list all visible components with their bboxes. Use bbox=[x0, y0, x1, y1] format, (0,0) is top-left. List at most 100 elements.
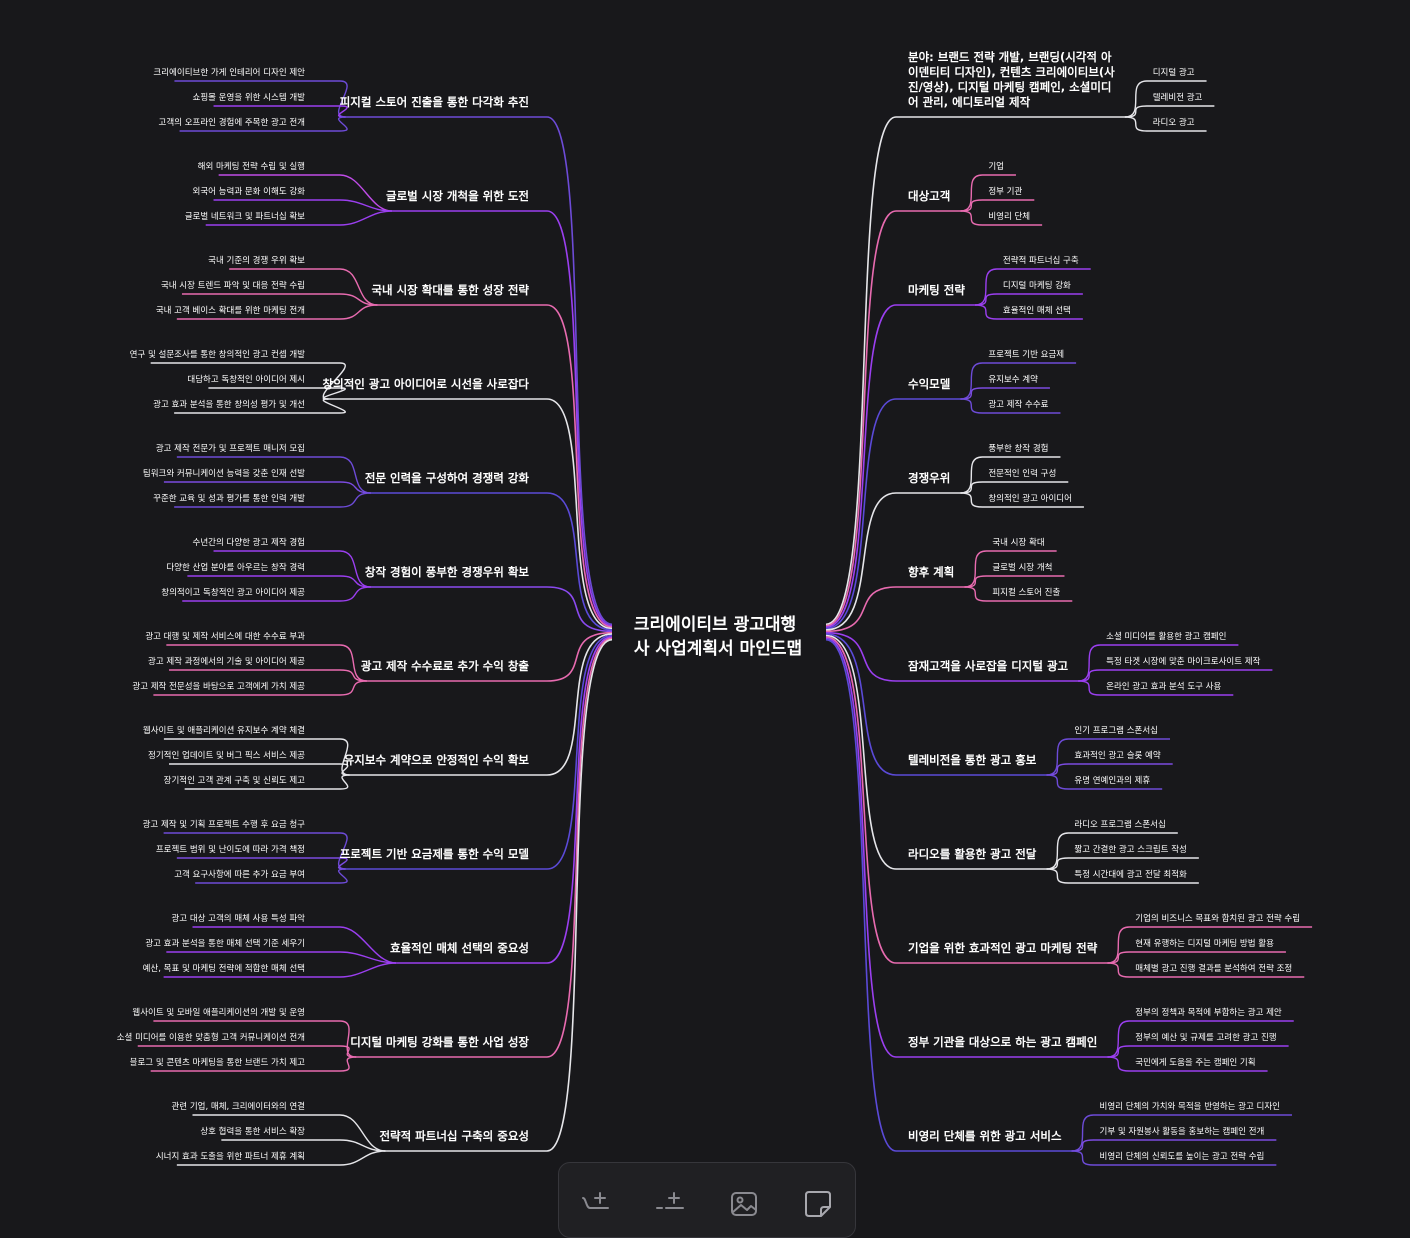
child-node-left[interactable]: 프로젝트 범위 및 난이도에 따라 가격 책정 bbox=[156, 844, 305, 855]
child-node-right[interactable]: 풍부한 창작 경험 bbox=[988, 443, 1048, 454]
child-node-right[interactable]: 라디오 광고 bbox=[1153, 117, 1195, 128]
child-node-right[interactable]: 기업의 비즈니스 목표와 합치된 광고 전략 수립 bbox=[1135, 913, 1300, 924]
child-node-right[interactable]: 정부 기관 bbox=[988, 186, 1022, 197]
child-node-right[interactable]: 국내 시장 확대 bbox=[992, 537, 1044, 548]
category-node-right[interactable]: 라디오를 활용한 광고 전달 bbox=[908, 847, 1037, 861]
category-node-right[interactable]: 수익모델 bbox=[908, 377, 950, 391]
sticky-note-button[interactable] bbox=[798, 1187, 838, 1221]
child-node-left[interactable]: 해외 마케팅 전략 수립 및 실행 bbox=[198, 161, 305, 172]
child-node-right[interactable]: 짧고 간결한 광고 스크립트 작성 bbox=[1074, 844, 1186, 855]
child-node-right[interactable]: 효과적인 광고 슬롯 예약 bbox=[1074, 750, 1160, 761]
child-node-left[interactable]: 웹사이트 및 모바일 애플리케이션의 개발 및 운영 bbox=[132, 1007, 305, 1018]
child-node-right[interactable]: 특정 시간대에 광고 전달 최적화 bbox=[1074, 869, 1187, 880]
child-node-right[interactable]: 디지털 광고 bbox=[1153, 67, 1195, 78]
child-node-right[interactable]: 정부의 정책과 목적에 부합하는 광고 제안 bbox=[1135, 1007, 1282, 1018]
child-node-left[interactable]: 광고 효과 분석을 통한 매체 선택 기준 세우기 bbox=[145, 938, 305, 949]
category-node-left[interactable]: 전문 인력을 구성하여 경쟁력 강화 bbox=[365, 471, 530, 485]
child-node-left[interactable]: 국내 시장 트렌드 파악 및 대응 전략 수립 bbox=[161, 280, 305, 291]
child-node-left[interactable]: 블로그 및 콘텐츠 마케팅을 통한 브랜드 가치 제고 bbox=[130, 1057, 305, 1068]
category-node-left[interactable]: 디지털 마케팅 강화를 통한 사업 성장 bbox=[350, 1035, 529, 1049]
child-node-left[interactable]: 광고 효과 분석을 통한 창의성 평가 및 개선 bbox=[153, 399, 305, 410]
child-node-left[interactable]: 외국어 능력과 문화 이해도 강화 bbox=[193, 186, 306, 197]
child-node-right[interactable]: 소셜 미디어를 활용한 광고 캠페인 bbox=[1106, 631, 1226, 642]
child-node-left[interactable]: 고객 요구사항에 따른 추가 요금 부여 bbox=[174, 869, 305, 880]
add-sibling-node-button[interactable] bbox=[650, 1187, 690, 1221]
child-node-left[interactable]: 상호 협력을 통한 서비스 확장 bbox=[200, 1126, 305, 1137]
child-node-left[interactable]: 웹사이트 및 애플리케이션 유지보수 계약 체결 bbox=[143, 725, 305, 736]
root-node-title[interactable]: 크리에이티브 광고대행 사 사업계획서 마인드맵 bbox=[634, 615, 802, 659]
child-node-right[interactable]: 특정 타겟 시장에 맞춘 마이크로사이트 제작 bbox=[1106, 656, 1260, 667]
child-node-left[interactable]: 광고 제작 과정에서의 기술 및 아이디어 제공 bbox=[148, 656, 305, 667]
child-node-left[interactable]: 고객의 오프라인 경험에 주목한 광고 전개 bbox=[159, 117, 305, 128]
category-node-left[interactable]: 피지컬 스토어 진출을 통한 다각화 추진 bbox=[340, 95, 529, 109]
child-node-right[interactable]: 유지보수 계약 bbox=[988, 374, 1038, 385]
child-node-left[interactable]: 연구 및 설문조사를 통한 창의적인 광고 컨셉 개발 bbox=[130, 349, 305, 360]
child-node-left[interactable]: 관련 기업, 매체, 크리에이터와의 연결 bbox=[171, 1101, 305, 1112]
child-node-left[interactable]: 쇼핑몰 운영을 위한 시스템 개발 bbox=[193, 92, 306, 103]
child-node-left[interactable]: 광고 제작 전문가 및 프로젝트 매니저 모집 bbox=[156, 443, 305, 454]
child-node-right[interactable]: 비영리 단체의 신뢰도를 높이는 광고 전략 수립 bbox=[1100, 1151, 1265, 1162]
category-node-right[interactable]: 향후 계획 bbox=[908, 565, 954, 579]
child-node-right[interactable]: 유명 연예인과의 제휴 bbox=[1074, 775, 1150, 786]
category-node-right[interactable]: 잠재고객을 사로잡을 디지털 광고 bbox=[908, 659, 1069, 673]
child-node-right[interactable]: 기업 bbox=[988, 162, 1004, 172]
child-node-right[interactable]: 텔레비전 광고 bbox=[1153, 92, 1203, 103]
child-node-right[interactable]: 인기 프로그램 스폰서십 bbox=[1074, 725, 1158, 736]
category-node-left[interactable]: 창작 경험이 풍부한 경쟁우위 확보 bbox=[365, 565, 530, 579]
child-node-left[interactable]: 광고 대상 고객의 매체 사용 특성 파악 bbox=[171, 913, 305, 924]
category-node-left[interactable]: 유지보수 계약으로 안정적인 수익 확보 bbox=[344, 753, 530, 767]
child-node-right[interactable]: 정부의 예산 및 규제를 고려한 광고 진행 bbox=[1135, 1032, 1276, 1043]
child-node-left[interactable]: 팀워크와 커뮤니케이션 능력을 갖춘 인재 선발 bbox=[143, 468, 305, 479]
child-node-right[interactable]: 프로젝트 기반 요금제 bbox=[988, 349, 1064, 360]
category-node-left[interactable]: 효율적인 매체 선택의 중요성 bbox=[390, 941, 529, 955]
child-node-right[interactable]: 광고 제작 수수료 bbox=[988, 399, 1048, 410]
child-node-right[interactable]: 디지털 마케팅 강화 bbox=[1003, 280, 1071, 291]
child-node-right[interactable]: 온라인 광고 효과 분석 도구 사용 bbox=[1106, 681, 1221, 692]
child-node-left[interactable]: 광고 제작 전문성을 바탕으로 고객에게 가치 제공 bbox=[132, 681, 305, 692]
child-node-left[interactable]: 대담하고 독창적인 아이디어 제시 bbox=[187, 374, 305, 385]
category-node-left[interactable]: 국내 시장 확대를 통한 성장 전략 bbox=[371, 283, 529, 297]
category-node-right[interactable]: 경쟁우위 bbox=[908, 471, 950, 485]
child-node-left[interactable]: 소셜 미디어를 이용한 맞춤형 고객 커뮤니케이션 전개 bbox=[117, 1032, 305, 1043]
category-node-right[interactable]: 대상고객 bbox=[908, 189, 950, 203]
category-node-right[interactable]: 마케팅 전략 bbox=[908, 283, 965, 297]
child-node-right[interactable]: 비영리 단체 bbox=[988, 211, 1030, 222]
child-node-right[interactable]: 글로벌 시장 개척 bbox=[992, 562, 1052, 573]
child-node-right[interactable]: 효율적인 매체 선택 bbox=[1003, 305, 1071, 316]
child-node-right[interactable]: 피지컬 스토어 진출 bbox=[992, 587, 1060, 598]
category-node-right[interactable]: 비영리 단체를 위한 광고 서비스 bbox=[908, 1129, 1062, 1143]
child-node-left[interactable]: 광고 대행 및 제작 서비스에 대한 수수료 부과 bbox=[145, 631, 305, 642]
category-node-right[interactable]: 텔레비전을 통한 광고 홍보 bbox=[908, 753, 1037, 767]
category-node-left[interactable]: 프로젝트 기반 요금제를 통한 수익 모델 bbox=[340, 847, 529, 861]
child-node-left[interactable]: 예산, 목표 및 마케팅 전략에 적합한 매체 선택 bbox=[143, 963, 305, 974]
child-node-left[interactable]: 글로벌 네트워크 및 파트너십 확보 bbox=[185, 211, 305, 222]
insert-image-button[interactable] bbox=[724, 1187, 764, 1221]
category-node-left[interactable]: 전략적 파트너십 구축의 중요성 bbox=[379, 1129, 529, 1143]
child-node-left[interactable]: 국내 기준의 경쟁 우위 확보 bbox=[208, 255, 305, 266]
child-node-right[interactable]: 국민에게 도움을 주는 캠페인 기획 bbox=[1135, 1057, 1255, 1068]
child-node-right[interactable]: 창의적인 광고 아이디어 bbox=[988, 493, 1072, 504]
child-node-left[interactable]: 크리에이티브한 가게 인테리어 디자인 제안 bbox=[153, 67, 305, 78]
child-node-left[interactable]: 정기적인 업데이트 및 버그 픽스 서비스 제공 bbox=[148, 750, 305, 761]
child-node-left[interactable]: 국내 고객 베이스 확대를 위한 마케팅 전개 bbox=[156, 305, 305, 316]
child-node-right[interactable]: 현재 유행하는 디지털 마케팅 방법 활용 bbox=[1135, 938, 1274, 949]
child-node-left[interactable]: 창의적이고 독창적인 광고 아이디어 제공 bbox=[161, 587, 305, 598]
child-node-right[interactable]: 라디오 프로그램 스폰서십 bbox=[1074, 819, 1165, 830]
add-child-node-button[interactable] bbox=[576, 1187, 616, 1221]
child-node-right[interactable]: 기부 및 자원봉사 활동을 홍보하는 캠페인 전개 bbox=[1100, 1126, 1265, 1137]
child-node-left[interactable]: 수년간의 다양한 광고 제작 경험 bbox=[193, 537, 305, 548]
child-node-left[interactable]: 광고 제작 및 기획 프로젝트 수행 후 요금 청구 bbox=[143, 819, 306, 830]
child-node-right[interactable]: 매체별 광고 진행 결과를 분석하여 전략 조정 bbox=[1135, 963, 1292, 974]
child-node-left[interactable]: 다양한 산업 분야를 아우르는 창작 경력 bbox=[166, 562, 305, 573]
category-node-right[interactable]: 기업을 위한 효과적인 광고 마케팅 전략 bbox=[908, 941, 1098, 955]
child-node-right[interactable]: 비영리 단체의 가치와 목적을 반영하는 광고 디자인 bbox=[1100, 1101, 1280, 1112]
category-node-left[interactable]: 글로벌 시장 개척을 위한 도전 bbox=[386, 189, 529, 203]
child-node-left[interactable]: 꾸준한 교육 및 성과 평가를 통한 인력 개발 bbox=[153, 493, 305, 504]
child-node-left[interactable]: 시너지 효과 도출을 위한 파트너 제휴 계획 bbox=[156, 1151, 305, 1162]
category-node-left[interactable]: 광고 제작 수수료로 추가 수익 창출 bbox=[361, 659, 530, 673]
child-node-right[interactable]: 전략적 파트너십 구축 bbox=[1003, 255, 1079, 266]
child-node-right[interactable]: 전문적인 인력 구성 bbox=[988, 468, 1056, 479]
category-node-right[interactable]: 정부 기관을 대상으로 하는 광고 캠페인 bbox=[908, 1035, 1097, 1049]
child-node-left[interactable]: 장기적인 고객 관계 구축 및 신뢰도 제고 bbox=[164, 775, 306, 786]
